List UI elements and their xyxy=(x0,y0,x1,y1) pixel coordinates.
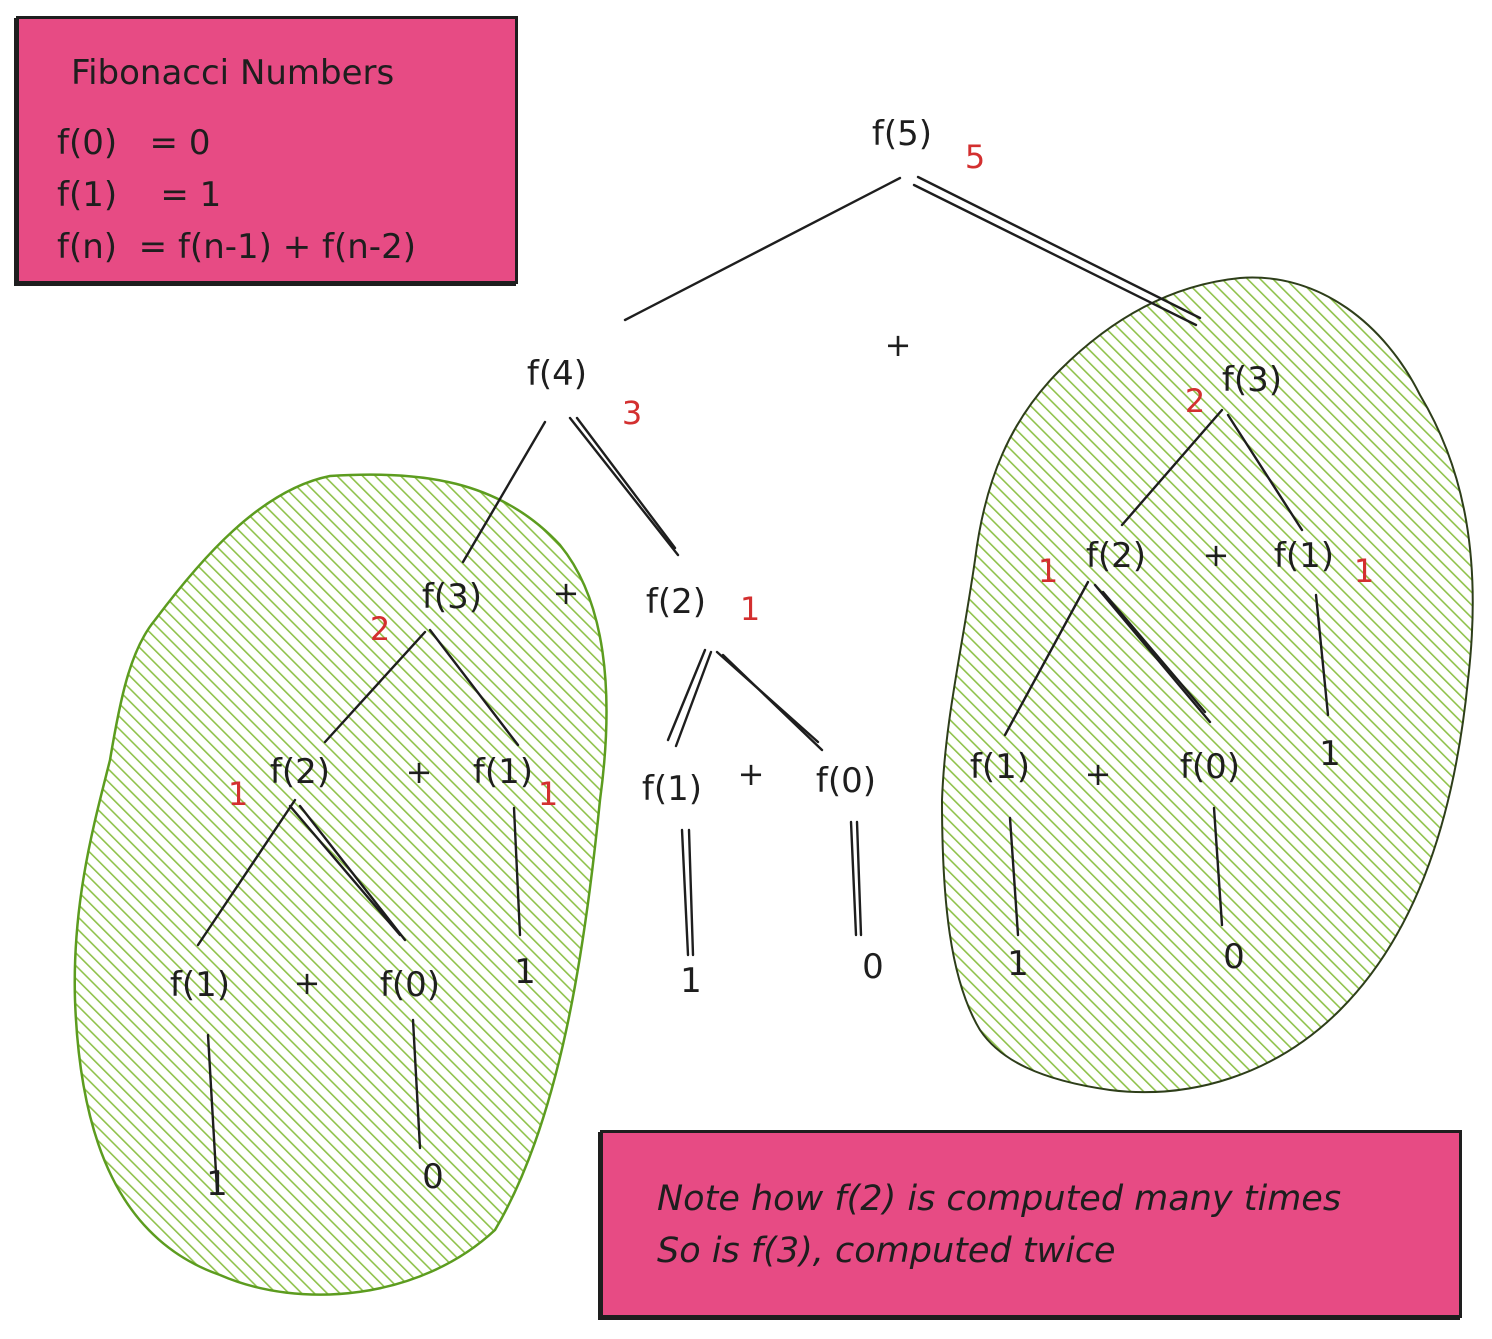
node-left-f0-leaf: f(0) xyxy=(380,965,440,1005)
value-right-f0-leaf: 0 xyxy=(1223,937,1245,977)
edge-f5-f4 xyxy=(623,176,902,322)
edge-f4-f2-a xyxy=(568,416,680,557)
definition-line-f0: f(0) = 0 xyxy=(57,123,211,163)
edge-f5-f3-b xyxy=(912,183,1198,327)
value-left-f1-leaf: 1 xyxy=(206,1164,228,1204)
plus-f4: + xyxy=(553,574,580,612)
definition-title: Fibonacci Numbers xyxy=(71,53,395,93)
edge-f4-f2-b xyxy=(575,416,677,550)
node-left-f3: f(3) xyxy=(422,577,482,617)
plus-root: + xyxy=(885,326,912,364)
node-right-f0-leaf: f(0) xyxy=(1180,747,1240,787)
edge-rf1-val xyxy=(1314,593,1330,717)
edge-rf3-rf1 xyxy=(1226,413,1304,532)
edge-mf2-mf1-b xyxy=(674,650,713,748)
result-right-f1: 1 xyxy=(1354,552,1374,590)
plus-right-f3: + xyxy=(1203,536,1230,574)
edge-mf0-val-a xyxy=(849,820,858,937)
edge-lf0leaf-val xyxy=(411,1018,422,1150)
node-right-f2: f(2) xyxy=(1086,536,1146,576)
node-f5: f(5) xyxy=(872,114,932,154)
definition-line-fn: f(n) = f(n-1) + f(n-2) xyxy=(57,227,416,267)
result-middle-f2: 1 xyxy=(740,590,760,628)
edge-rf2-rf0leaf-a xyxy=(1093,583,1212,724)
edge-rf3-rf2 xyxy=(1120,408,1224,527)
definition-line-f1: f(1) = 1 xyxy=(57,175,222,215)
node-right-f3: f(3) xyxy=(1222,360,1282,400)
result-left-f1: 1 xyxy=(538,775,558,813)
value-middle-f0: 0 xyxy=(862,947,884,987)
edge-lf3-lf1 xyxy=(428,628,520,747)
node-left-f1: f(1) xyxy=(473,752,533,792)
left-highlight-blob xyxy=(73,473,608,1296)
node-f4: f(4) xyxy=(527,354,587,394)
edge-rf1leaf-val xyxy=(1008,816,1020,937)
node-left-f2: f(2) xyxy=(270,752,330,792)
node-right-f1-leaf: f(1) xyxy=(970,747,1030,787)
plus-middle-f2: + xyxy=(738,755,765,793)
edge-lf3-lf2 xyxy=(323,630,427,744)
result-left-f2: 1 xyxy=(228,775,248,813)
result-right-f3: 2 xyxy=(1185,382,1205,420)
result-right-f2: 1 xyxy=(1038,552,1058,590)
edge-mf0-val-b xyxy=(855,820,863,937)
edge-mf2-mf0-b xyxy=(721,653,824,752)
edge-f5-f3-a xyxy=(916,175,1202,320)
value-right-f1: 1 xyxy=(1319,734,1341,774)
value-left-f1: 1 xyxy=(514,952,536,992)
edge-rf2-rf1leaf xyxy=(1003,580,1090,737)
note-line-1: Note how f(2) is computed many times xyxy=(657,1179,1342,1219)
node-middle-f2: f(2) xyxy=(646,582,706,622)
node-middle-f1: f(1) xyxy=(642,769,702,809)
right-highlight-blob xyxy=(940,276,1474,1094)
plus-left-f2: + xyxy=(294,964,321,1002)
node-right-f1: f(1) xyxy=(1274,536,1334,576)
edge-lf2-lf1leaf xyxy=(196,798,297,947)
edge-lf2-lf0leaf-a xyxy=(288,804,402,937)
edge-lf2-lf0leaf-b xyxy=(298,804,407,942)
value-right-f1-leaf: 1 xyxy=(1007,944,1029,984)
edge-rf2-rf0leaf-b xyxy=(1101,590,1207,714)
edge-f4-f3 xyxy=(461,420,547,564)
edge-rf0leaf-val xyxy=(1212,806,1224,927)
value-left-f0-leaf: 0 xyxy=(422,1157,444,1197)
plus-left-f3: + xyxy=(406,753,433,791)
note-box: Note how f(2) is computed many times So … xyxy=(600,1130,1462,1318)
definition-box: Fibonacci Numbers f(0) = 0 f(1) = 1 f(n)… xyxy=(16,16,518,284)
tree-edges xyxy=(196,175,1330,1192)
edge-lf1leaf-val xyxy=(206,1033,219,1192)
edge-mf2-mf1-a xyxy=(666,648,707,742)
result-f4: 3 xyxy=(622,394,642,432)
result-left-f3: 2 xyxy=(370,610,390,648)
node-middle-f0: f(0) xyxy=(816,761,876,801)
edge-mf1-val-b xyxy=(687,828,695,957)
plus-right-f2: + xyxy=(1085,755,1112,793)
value-middle-f1: 1 xyxy=(680,961,702,1001)
note-line-2: So is f(3), computed twice xyxy=(657,1231,1116,1271)
edge-mf1-val-a xyxy=(680,828,690,957)
node-left-f1-leaf: f(1) xyxy=(170,965,230,1005)
edge-lf1-val xyxy=(512,806,522,937)
result-f5: 5 xyxy=(965,138,985,176)
